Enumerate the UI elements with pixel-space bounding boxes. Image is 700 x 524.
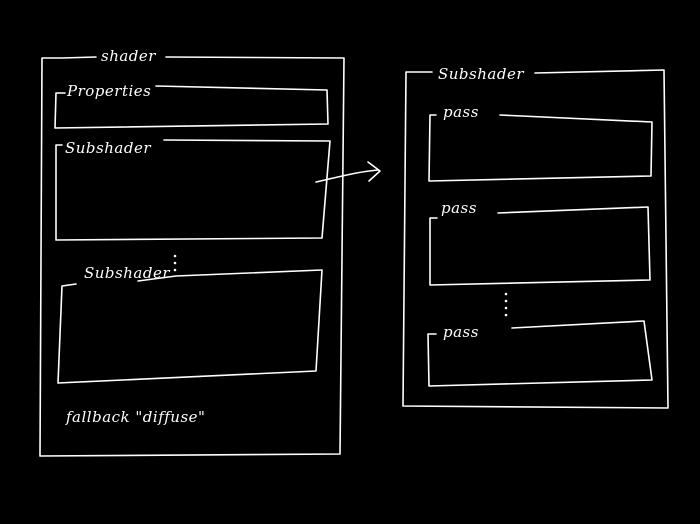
subshader-ellipsis <box>173 254 177 272</box>
subshader-box-1 <box>55 139 331 241</box>
pass-ellipsis <box>504 292 508 317</box>
pass-box-1 <box>428 114 653 182</box>
pass-box-3 <box>427 320 653 387</box>
fallback-label: fallback "diffuse" <box>65 408 205 426</box>
pass-3-label: pass <box>443 323 479 341</box>
pass-2-label: pass <box>441 199 477 217</box>
properties-label: Properties <box>66 82 151 100</box>
subshader-detail-title: Subshader <box>438 65 524 83</box>
expand-arrow <box>315 161 381 183</box>
pass-1-label: pass <box>443 103 479 121</box>
subshader-detail-box <box>402 69 669 409</box>
subshader-1-label: Subshader <box>65 139 151 157</box>
shader-box <box>39 56 345 457</box>
pass-box-2 <box>429 206 651 286</box>
properties-box <box>54 85 329 129</box>
shader-title: shader <box>101 47 156 65</box>
subshader-2-label: Subshader <box>84 264 170 282</box>
subshader-box-2 <box>57 269 323 384</box>
